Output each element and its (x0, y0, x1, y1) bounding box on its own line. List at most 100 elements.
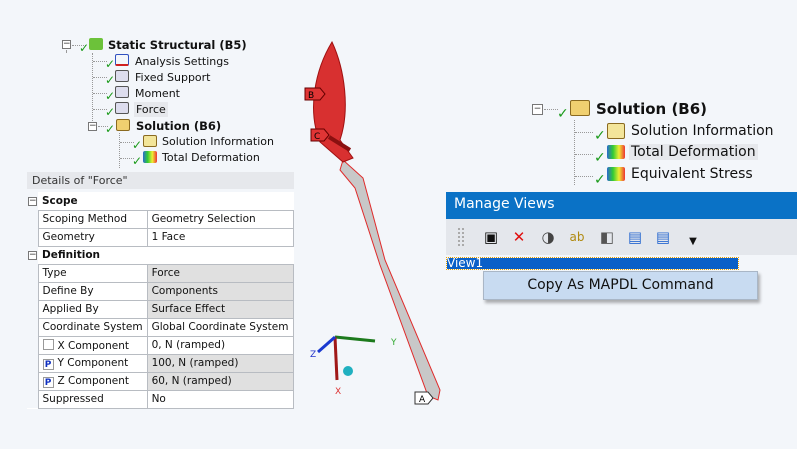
tree-item-total-deformation[interactable]: Total Deformation (162, 151, 260, 164)
prop-label: X Component (57, 339, 130, 352)
prop-value[interactable]: Global Coordinate System (146, 317, 295, 337)
collapse-definition[interactable]: − (28, 249, 37, 260)
parameter-checkbox[interactable]: P (42, 358, 54, 370)
prop-label: Type (37, 263, 148, 283)
delete-icon[interactable]: ✕ (512, 228, 526, 246)
prop-label: Applied By (37, 299, 148, 319)
check-icon: ✓ (105, 105, 116, 119)
solution-information-icon (143, 135, 157, 147)
manage-views-title: Manage Views (446, 192, 797, 219)
prop-label: Define By (37, 281, 148, 301)
solution-icon (116, 119, 130, 131)
prop-value[interactable]: Surface Effect (146, 299, 295, 319)
analysis-settings-icon (115, 54, 129, 66)
details-panel: Details of "Force" −Scope Scoping Method… (27, 172, 295, 409)
details-title: Details of "Force" (27, 172, 294, 189)
label-a: A (414, 391, 434, 405)
solution-information-icon (607, 123, 625, 139)
tree-item-solution-information[interactable]: Solution Information (631, 123, 774, 139)
prop-label: Z Component (57, 374, 130, 387)
add-view-icon[interactable]: ▣ (483, 228, 499, 246)
edit-view-icon[interactable]: ◧ (599, 228, 615, 246)
prop-value[interactable]: 1 Face (146, 227, 295, 247)
collapse-toggle[interactable]: − (62, 39, 71, 49)
force-arrow (327, 135, 352, 152)
tree-item-moment[interactable]: Moment (135, 87, 180, 100)
view-list-item[interactable]: View1 (446, 257, 739, 270)
total-deformation-icon (143, 151, 157, 163)
model-handle (339, 159, 441, 401)
check-icon: ✓ (594, 150, 606, 166)
check-icon: ✓ (79, 41, 90, 55)
prop-value[interactable]: 100, N (ramped) (146, 353, 295, 373)
svg-text:Z: Z (310, 350, 316, 360)
prop-value[interactable]: 0, N (ramped) (146, 335, 295, 355)
force-icon (115, 102, 129, 114)
collapse-toggle[interactable]: − (532, 104, 543, 115)
check-icon: ✓ (105, 57, 116, 71)
parameter-checkbox[interactable] (42, 338, 54, 350)
prop-value[interactable]: 60, N (ramped) (146, 371, 295, 391)
tree-item-solution[interactable]: Solution (B6) (596, 100, 708, 118)
total-deformation-icon (607, 145, 625, 159)
z-axis-arrow (317, 335, 336, 354)
prop-value[interactable]: Components (146, 281, 295, 301)
import-icon[interactable]: ▤ (655, 228, 671, 246)
fixed-support-icon (115, 70, 129, 82)
tree-item-equivalent-stress[interactable]: Equivalent Stress (631, 166, 753, 182)
apply-view-icon[interactable]: ◑ (541, 228, 555, 246)
model-viewport[interactable]: B C A Y X Z (295, 30, 455, 410)
prop-label: Scoping Method (37, 209, 148, 229)
collapse-toggle[interactable]: − (88, 121, 97, 131)
prop-value[interactable]: No (146, 389, 295, 409)
section-definition: Definition (42, 249, 101, 261)
tree-item-solution-information[interactable]: Solution Information (162, 135, 274, 148)
label-c: C (310, 128, 330, 142)
prop-label: Coordinate System (37, 317, 148, 337)
toolbar-grip[interactable] (458, 228, 464, 246)
check-icon: ✓ (557, 106, 569, 122)
check-icon: ✓ (105, 73, 116, 87)
parameter-checkbox[interactable]: P (42, 376, 54, 388)
svg-text:X: X (335, 387, 341, 397)
tree-item-force[interactable]: Force (134, 102, 168, 117)
check-icon: ✓ (594, 172, 606, 188)
x-axis-arrow (333, 336, 339, 381)
table-row[interactable]: X Component 0, N (ramped) (27, 335, 295, 355)
equivalent-stress-icon (607, 167, 625, 181)
tree-item-static-structural[interactable]: Static Structural (B5) (108, 38, 247, 52)
tree-item-analysis-settings[interactable]: Analysis Settings (135, 55, 229, 68)
static-structural-icon (89, 38, 103, 50)
dropdown-icon[interactable]: ▼ (689, 236, 697, 247)
check-icon: ✓ (105, 122, 116, 136)
context-menu-copy-as-mapdl-command[interactable]: Copy As MAPDL Command (483, 271, 758, 300)
prop-value[interactable]: Force (146, 263, 295, 283)
manage-views-toolbar: ▣ ✕ ◑ ab ◧ ▤ ▤ ▼ (446, 219, 797, 255)
export-icon[interactable]: ▤ (627, 228, 643, 246)
tree-item-solution[interactable]: Solution (B6) (136, 119, 222, 133)
prop-label: Y Component (57, 356, 129, 369)
axis-triad: Y X Z (310, 335, 397, 397)
origin-sphere (343, 366, 353, 376)
prop-label: Geometry (37, 227, 148, 247)
tree-item-total-deformation[interactable]: Total Deformation (629, 144, 758, 160)
svg-text:Y: Y (390, 338, 397, 348)
rename-icon[interactable]: ab (569, 230, 585, 244)
prop-value[interactable]: Geometry Selection (146, 209, 295, 229)
collapse-scope[interactable]: − (28, 195, 37, 206)
tree-item-fixed-support[interactable]: Fixed Support (135, 71, 211, 84)
section-scope: Scope (42, 194, 78, 207)
label-b: B (304, 87, 326, 101)
check-icon: ✓ (105, 89, 116, 103)
prop-label: Suppressed (37, 389, 148, 409)
